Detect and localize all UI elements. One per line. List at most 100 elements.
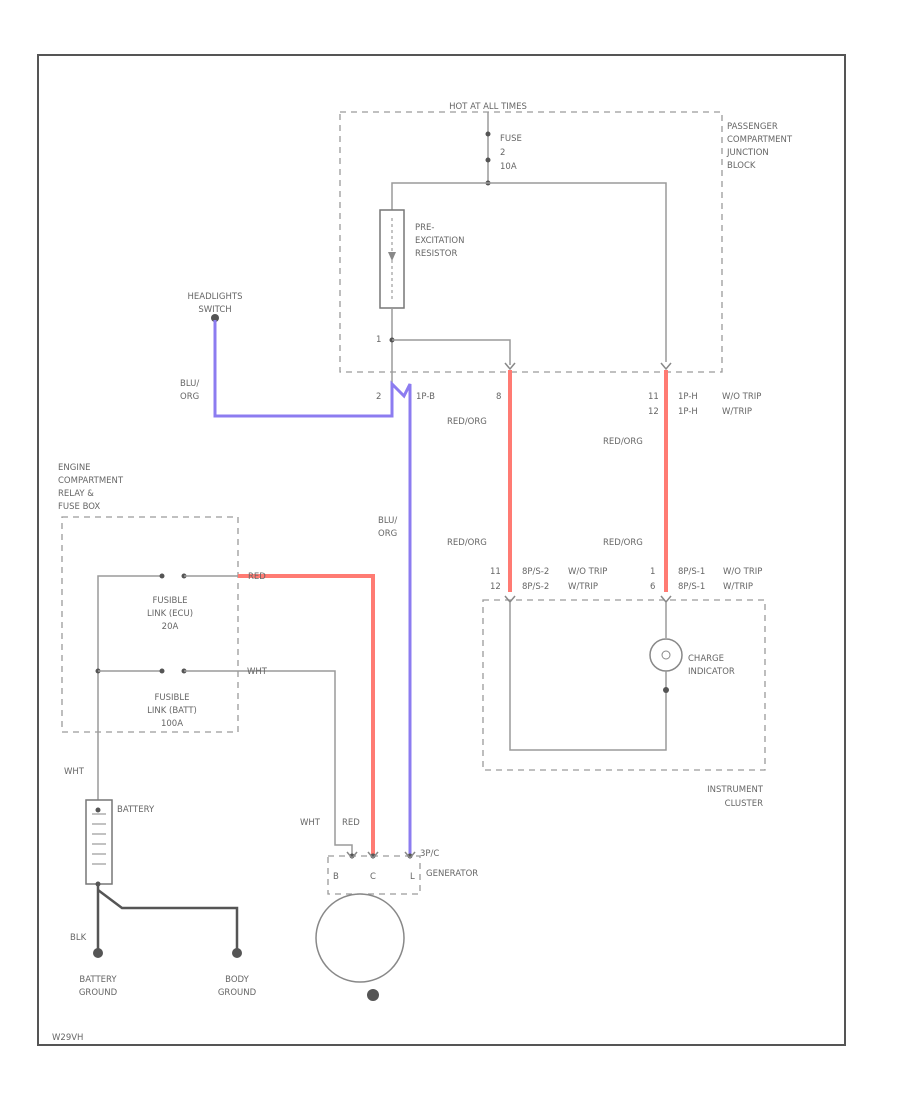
generator-terminal-b <box>346 851 358 860</box>
diagram-code: W29VH <box>52 1033 83 1043</box>
cluster-connector-right <box>660 595 672 604</box>
fuse-rating: 10A <box>500 162 517 172</box>
generator-symbol <box>315 893 405 983</box>
blu-org-label-left-2: ORG <box>180 392 199 402</box>
cluster-internal-wire <box>509 602 667 751</box>
generator-ground-point <box>367 989 379 1001</box>
engine-box-label-4: FUSE BOX <box>58 502 100 512</box>
fusible-link-ecu-label-3: 20A <box>162 622 179 632</box>
body-ground-point <box>232 948 242 958</box>
connector-1p-h-label-top: 1P-H <box>678 392 698 402</box>
resistor-label-3: RESISTOR <box>415 249 457 259</box>
fuse-terminal-top <box>485 131 491 137</box>
resistor-to-pin8-wire <box>392 339 511 365</box>
connector-8p-s1-label-bottom: 8P/S-1 <box>678 582 705 592</box>
body-ground-label-1: BODY <box>225 975 249 985</box>
fuse-terminal-bottom <box>485 157 491 163</box>
fuse-number: 2 <box>500 148 505 158</box>
battery-ground-label-2: GROUND <box>79 988 118 998</box>
wht-wire-label: WHT <box>247 667 268 677</box>
engine-box-label-2: COMPARTMENT <box>58 476 124 486</box>
note-wo-trip-upper: W/O TRIP <box>722 392 761 402</box>
generator-terminal-c-label: C <box>370 872 376 882</box>
battery-ground-point <box>93 948 103 958</box>
generator-terminal-b-label: B <box>333 872 339 882</box>
generator-terminal-l-label: L <box>410 872 415 882</box>
cluster-pin-12-label: 12 <box>490 582 501 592</box>
generator-wht-label: WHT <box>300 818 321 828</box>
passenger-junction-block-outline <box>339 111 723 373</box>
headlights-switch-label-1: HEADLIGHTS <box>188 292 243 302</box>
cluster-note-wo-trip-left: W/O TRIP <box>568 567 607 577</box>
connector-1p-h-label-bottom: 1P-H <box>678 407 698 417</box>
fusible-link-ecu-feed <box>97 575 162 865</box>
fuse-label: FUSE <box>500 134 522 144</box>
diagram-frame <box>37 54 846 1046</box>
fusible-link-batt-label-2: LINK (BATT) <box>147 706 197 716</box>
headlights-switch-label-2: SWITCH <box>198 305 231 315</box>
charge-indicator-filament <box>661 650 671 660</box>
charge-indicator-label-2: INDICATOR <box>688 667 735 677</box>
pin-1-label: 1 <box>376 335 381 345</box>
generator-label: GENERATOR <box>426 869 478 879</box>
pin-11-label: 11 <box>648 392 659 402</box>
red-wire-label: RED <box>248 572 266 582</box>
cluster-note-wo-trip-right: W/O TRIP <box>723 567 762 577</box>
engine-fuse-box-outline <box>61 516 239 733</box>
pin-8-label: 8 <box>496 392 501 402</box>
generator-terminal-l <box>404 851 416 860</box>
passenger-junction-block-label-4: BLOCK <box>727 161 756 171</box>
battery-positive-terminal <box>95 807 101 813</box>
blu-org-label-right-1: BLU/ <box>378 516 397 526</box>
fusible-link-ecu-label-1: FUSIBLE <box>153 596 188 606</box>
blu-org-wire <box>213 320 412 855</box>
cluster-connector-left <box>504 595 516 604</box>
resistor-label-2: EXCITATION <box>415 236 464 246</box>
generator-red-label: RED <box>342 818 360 828</box>
wht-battery-label: WHT <box>64 767 85 777</box>
hot-at-all-times-label: HOT AT ALL TIMES <box>449 102 527 112</box>
resistor-label-1: PRE- <box>415 223 434 233</box>
body-ground-wire <box>97 889 239 950</box>
body-ground-label-2: GROUND <box>218 988 257 998</box>
fuse-branch-wire <box>391 182 667 362</box>
connector-1p-b-label: 1P-B <box>416 392 435 402</box>
red-org-label-left-upper: RED/ORG <box>447 417 487 427</box>
engine-box-label-1: ENGINE <box>58 463 91 473</box>
red-org-label-right-upper: RED/ORG <box>603 437 643 447</box>
generator-terminal-c <box>367 851 379 860</box>
pin-8-connector <box>504 362 516 371</box>
charge-indicator-label-1: CHARGE <box>688 654 724 664</box>
red-org-label-right-lower: RED/ORG <box>603 538 643 548</box>
charge-indicator-lamp <box>649 638 683 672</box>
blk-label: BLK <box>70 933 87 943</box>
battery-ground-label-1: BATTERY <box>79 975 117 985</box>
charge-indicator-ground-dot <box>663 687 669 693</box>
blu-org-label-right-2: ORG <box>378 529 397 539</box>
red-wire <box>238 574 375 855</box>
battery-symbol <box>85 799 113 885</box>
headlights-switch-terminal <box>211 314 219 322</box>
connector-8p-s2-label-top: 8P/S-2 <box>522 567 549 577</box>
engine-box-label-3: RELAY & <box>58 489 94 499</box>
cluster-pin-11-label: 11 <box>490 567 501 577</box>
blu-org-label-left-1: BLU/ <box>180 379 199 389</box>
connector-8p-s2-label-bottom: 8P/S-2 <box>522 582 549 592</box>
pin-2-label: 2 <box>376 392 381 402</box>
passenger-junction-block-label-2: COMPARTMENT <box>727 135 793 145</box>
battery-label: BATTERY <box>117 805 155 815</box>
instrument-cluster-label-1: INSTRUMENT <box>707 785 764 795</box>
cluster-pin-1-label: 1 <box>650 567 655 577</box>
cluster-note-w-trip-left: W/TRIP <box>568 582 598 592</box>
pin-12-label: 12 <box>648 407 659 417</box>
connector-8p-s1-label-top: 8P/S-1 <box>678 567 705 577</box>
note-w-trip-upper: W/TRIP <box>722 407 752 417</box>
fusible-link-batt-label-3: 100A <box>161 719 183 729</box>
passenger-junction-block-label-1: PASSENGER <box>727 122 778 132</box>
generator-connector-label: 3P/C <box>420 849 439 859</box>
wht-wire <box>184 670 353 855</box>
fusible-link-ecu-label-2: LINK (ECU) <box>147 609 193 619</box>
pin-11-connector <box>660 362 672 371</box>
red-org-label-left-lower: RED/ORG <box>447 538 487 548</box>
